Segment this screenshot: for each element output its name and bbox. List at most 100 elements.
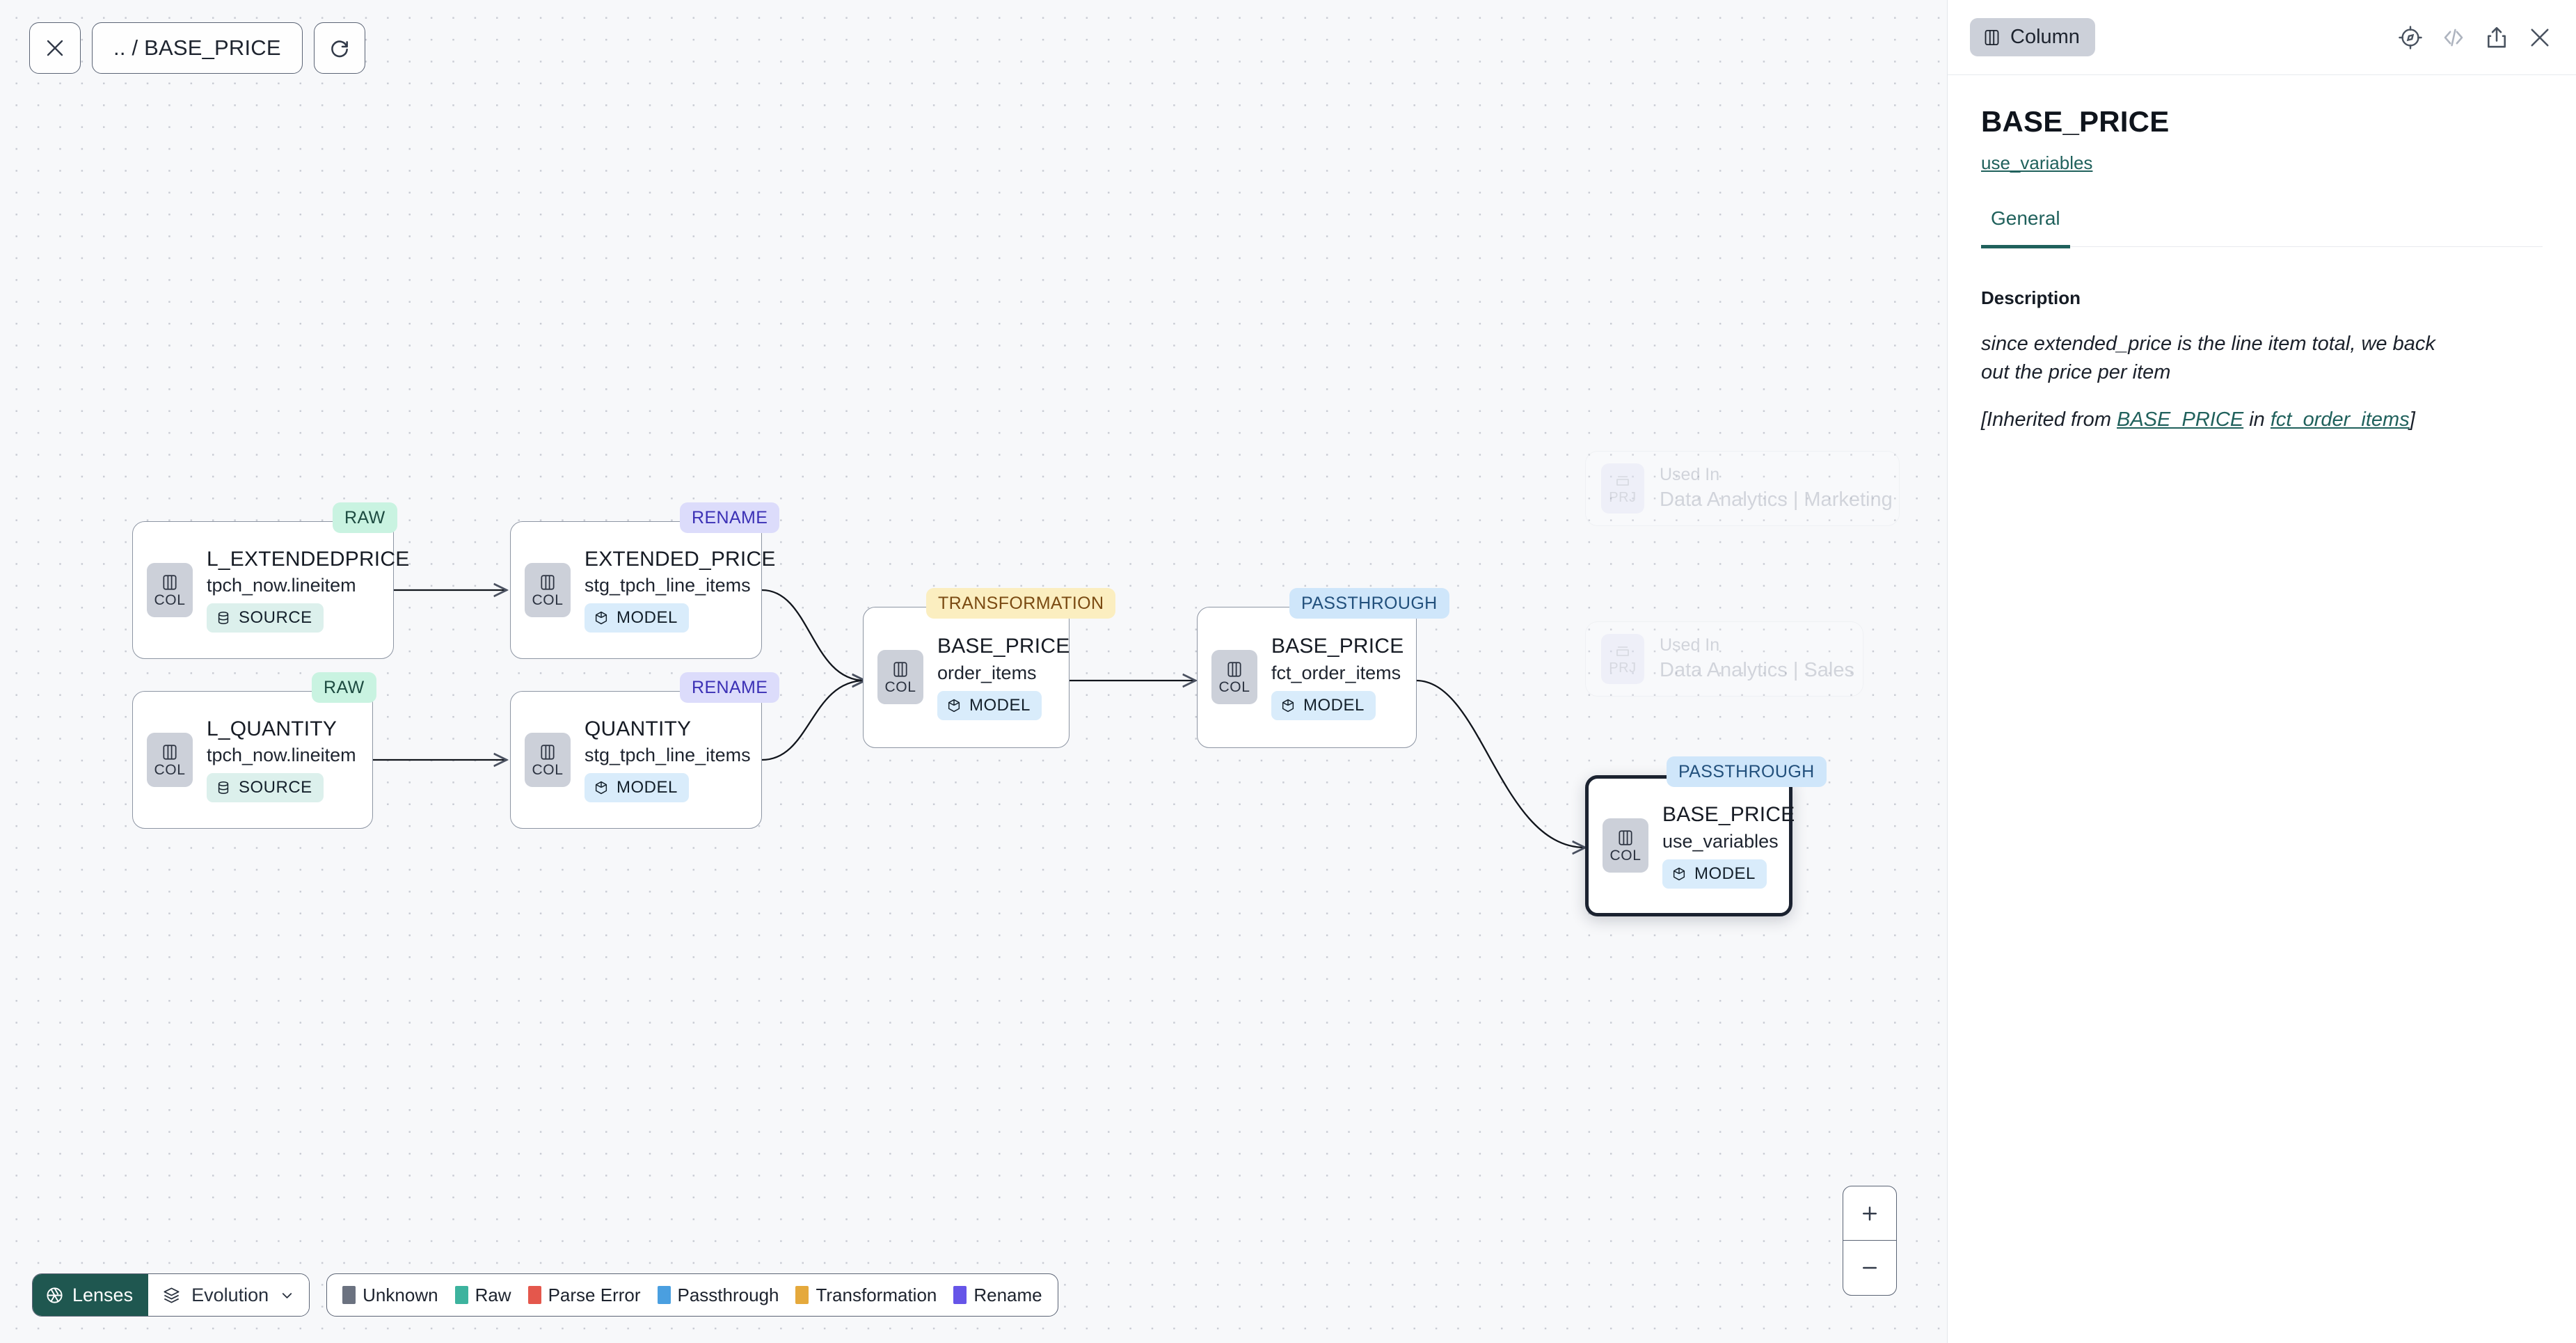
- node-subtitle: stg_tpch_line_items: [585, 745, 751, 766]
- legend-swatch: [795, 1286, 809, 1304]
- node-title: L_EXTENDEDPRICE: [207, 547, 410, 571]
- lineage-node-l-extendedprice[interactable]: COL L_EXTENDEDPRICE tpch_now.lineitem SO…: [132, 521, 409, 659]
- lineage-node-base-price-fct-order-items[interactable]: COL BASE_PRICE fct_order_items MODEL: [1197, 607, 1417, 748]
- refresh-button[interactable]: [313, 22, 365, 74]
- column-icon: COL: [147, 732, 193, 787]
- node-kind-label: COL: [154, 591, 186, 608]
- tab-general[interactable]: General: [1981, 207, 2070, 249]
- node-kind-label: COL: [1218, 679, 1250, 696]
- used-in-value: Data Analytics | Sales: [1660, 659, 1854, 682]
- node-subtitle: tpch_now.lineitem: [207, 745, 356, 766]
- share-icon[interactable]: [2484, 25, 2509, 50]
- parent-model-link[interactable]: use_variables: [1981, 152, 2093, 174]
- chevron-down-icon: [282, 1292, 292, 1298]
- breadcrumb[interactable]: .. / BASE_PRICE: [92, 22, 303, 74]
- node-tag-label: SOURCE: [239, 778, 312, 797]
- legend-item[interactable]: Rename: [953, 1285, 1042, 1306]
- details-panel: Column BASE_PRICE use_variables: [1947, 0, 2576, 1343]
- legend-item[interactable]: Raw: [454, 1285, 511, 1306]
- node-tag-label: MODEL: [617, 778, 678, 797]
- used-in-card[interactable]: PRJ Used In Data Analytics | Sales: [1585, 621, 1863, 697]
- evolution-label: Evolution: [191, 1284, 269, 1305]
- legend-swatch: [527, 1286, 541, 1304]
- node-tag-model: MODEL: [937, 690, 1042, 720]
- node-kind-label: COL: [884, 679, 916, 696]
- panel-header-actions: [2398, 25, 2552, 50]
- legend-swatch: [342, 1286, 356, 1304]
- node-tag-label: MODEL: [617, 608, 678, 628]
- node-badge-raw: RAW: [312, 672, 376, 703]
- used-in-card[interactable]: PRJ Used In Data Analytics | Marketing: [1585, 451, 1900, 526]
- legend-item[interactable]: Passthrough: [657, 1285, 779, 1306]
- node-kind-label: COL: [1609, 848, 1641, 864]
- used-in-label: Used In: [1660, 635, 1720, 655]
- legend-swatch: [454, 1286, 468, 1304]
- inherited-column-link[interactable]: BASE_PRICE: [2117, 408, 2244, 431]
- node-tag-model: MODEL: [585, 773, 689, 803]
- explore-icon[interactable]: [2398, 25, 2423, 50]
- node-tag-model: MODEL: [1662, 859, 1767, 889]
- node-kind-label: COL: [532, 591, 564, 608]
- node-subtitle: order_items: [937, 662, 1037, 683]
- legend-item[interactable]: Transformation: [795, 1285, 937, 1306]
- node-tag-model: MODEL: [1271, 690, 1376, 720]
- close-button[interactable]: [29, 22, 81, 74]
- lineage-node-base-price-use-variables[interactable]: COL BASE_PRICE use_variables MODEL: [1585, 775, 1795, 916]
- node-tag-label: MODEL: [1694, 864, 1756, 883]
- node-tag-source: SOURCE: [207, 603, 324, 633]
- project-icon: PRJ: [1601, 634, 1644, 684]
- column-icon: COL: [877, 650, 923, 705]
- evolution-dropdown[interactable]: Evolution: [148, 1274, 310, 1316]
- node-badge-passthrough: PASSTHROUGH: [1289, 588, 1449, 619]
- node-badge-rename: RENAME: [680, 672, 780, 703]
- lineage-legend: Unknown Raw Parse Error Passthrough Transfor…: [326, 1273, 1058, 1317]
- legend-item[interactable]: Parse Error: [527, 1285, 641, 1306]
- node-subtitle: stg_tpch_line_items: [585, 575, 751, 596]
- lenses-button[interactable]: Lenses: [33, 1274, 149, 1316]
- lineage-node-l-quantity[interactable]: COL L_QUANTITY tpch_now.lineitem SOURCE: [132, 691, 373, 829]
- lineage-node-quantity[interactable]: COL QUANTITY stg_tpch_line_items MODEL: [510, 691, 762, 829]
- node-tag-source: SOURCE: [207, 773, 324, 803]
- legend-label: Rename: [973, 1284, 1042, 1305]
- node-title: BASE_PRICE: [1662, 803, 1795, 827]
- description-text: since extended_price is the line item to…: [1981, 333, 2435, 384]
- zoom-out-button[interactable]: [1843, 1241, 1896, 1295]
- lineage-node-extended-price[interactable]: COL EXTENDED_PRICE stg_tpch_line_items M…: [510, 521, 775, 659]
- legend-swatch: [657, 1286, 671, 1304]
- column-icon: COL: [525, 562, 571, 617]
- lenses-control: Lenses Evolution: [32, 1273, 310, 1317]
- inherited-mid: in: [2243, 408, 2271, 431]
- node-subtitle: fct_order_items: [1271, 662, 1401, 683]
- node-title: L_QUANTITY: [207, 717, 337, 740]
- close-icon[interactable]: [2527, 25, 2552, 50]
- node-badge-raw: RAW: [333, 502, 397, 533]
- lenses-label: Lenses: [72, 1284, 134, 1305]
- page-title: BASE_PRICE: [1981, 105, 2170, 138]
- node-kind-label: COL: [154, 761, 186, 778]
- node-tag-model: MODEL: [585, 603, 689, 633]
- details-panel-header: Column: [1948, 0, 2576, 75]
- node-title: QUANTITY: [585, 717, 692, 740]
- canvas-toolbar: .. / BASE_PRICE: [29, 22, 365, 74]
- details-tabs: General: [1981, 207, 2543, 249]
- lineage-node-base-price-order-items[interactable]: COL BASE_PRICE order_items MODEL: [863, 607, 1070, 748]
- node-kind-label: COL: [532, 761, 564, 778]
- zoom-in-button[interactable]: [1843, 1186, 1896, 1241]
- node-tag-label: MODEL: [969, 695, 1031, 715]
- legend-swatch: [953, 1286, 967, 1304]
- node-tag-label: MODEL: [1303, 695, 1365, 715]
- entity-type-chip[interactable]: Column: [1970, 18, 2095, 56]
- used-in-value: Data Analytics | Marketing: [1660, 488, 1893, 511]
- description-label: Description: [1981, 287, 2081, 309]
- legend-item[interactable]: Unknown: [342, 1285, 438, 1306]
- node-tag-label: SOURCE: [239, 608, 312, 628]
- node-badge-transformation: TRANSFORMATION: [926, 588, 1116, 619]
- column-icon: COL: [525, 732, 571, 787]
- used-in-chip-label: PRJ: [1609, 660, 1637, 676]
- code-icon[interactable]: [2441, 25, 2466, 50]
- inherited-model-link[interactable]: fct_order_items: [2270, 408, 2410, 431]
- node-subtitle: tpch_now.lineitem: [207, 575, 356, 596]
- column-icon: [1985, 29, 1999, 45]
- canvas-bottom-bar: Lenses Evolution Unknown Raw Parse Error Pa…: [32, 1273, 1058, 1317]
- lineage-canvas[interactable]: .. / BASE_PRICE: [0, 0, 1947, 1343]
